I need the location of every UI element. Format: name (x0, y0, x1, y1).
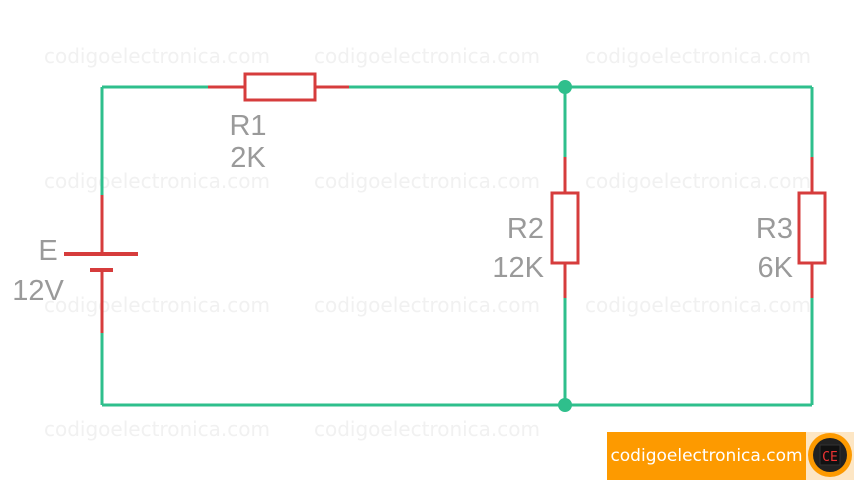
watermark: codigoelectronica.com (314, 169, 540, 193)
watermark: codigoelectronica.com (585, 169, 811, 193)
svg-text:CE: CE (822, 450, 838, 465)
junction-dot (558, 398, 572, 412)
junction-dot (558, 80, 572, 94)
watermark: codigoelectronica.com (314, 293, 540, 317)
chip-icon: CE (808, 433, 852, 477)
watermark: codigoelectronica.com (314, 44, 540, 68)
wires (100, 85, 814, 407)
r1-name-label: R1 (229, 110, 266, 142)
brand-logo: codigoelectronica.com (607, 432, 806, 480)
r2-value-label: 12K (492, 252, 544, 284)
battery-value-label: 12V (12, 275, 64, 307)
resistor-r3 (797, 157, 827, 298)
r2-name-label: R2 (507, 213, 544, 245)
watermarks: codigoelectronica.com codigoelectronica.… (44, 44, 811, 441)
r1-value-label: 2K (230, 142, 266, 174)
watermark: codigoelectronica.com (585, 293, 811, 317)
r3-value-label: 6K (758, 252, 794, 284)
watermark: codigoelectronica.com (44, 293, 270, 317)
watermark: codigoelectronica.com (44, 44, 270, 68)
watermark: codigoelectronica.com (314, 417, 540, 441)
battery-symbol (64, 195, 138, 333)
r3-name-label: R3 (756, 213, 793, 245)
resistor-r1 (208, 72, 349, 102)
watermark: codigoelectronica.com (44, 169, 270, 193)
watermark: codigoelectronica.com (44, 417, 270, 441)
watermark: codigoelectronica.com (585, 44, 811, 68)
resistor-r2 (550, 157, 580, 298)
brand-logo-text: codigoelectronica.com (610, 446, 803, 466)
battery-name-label: E (38, 235, 57, 267)
